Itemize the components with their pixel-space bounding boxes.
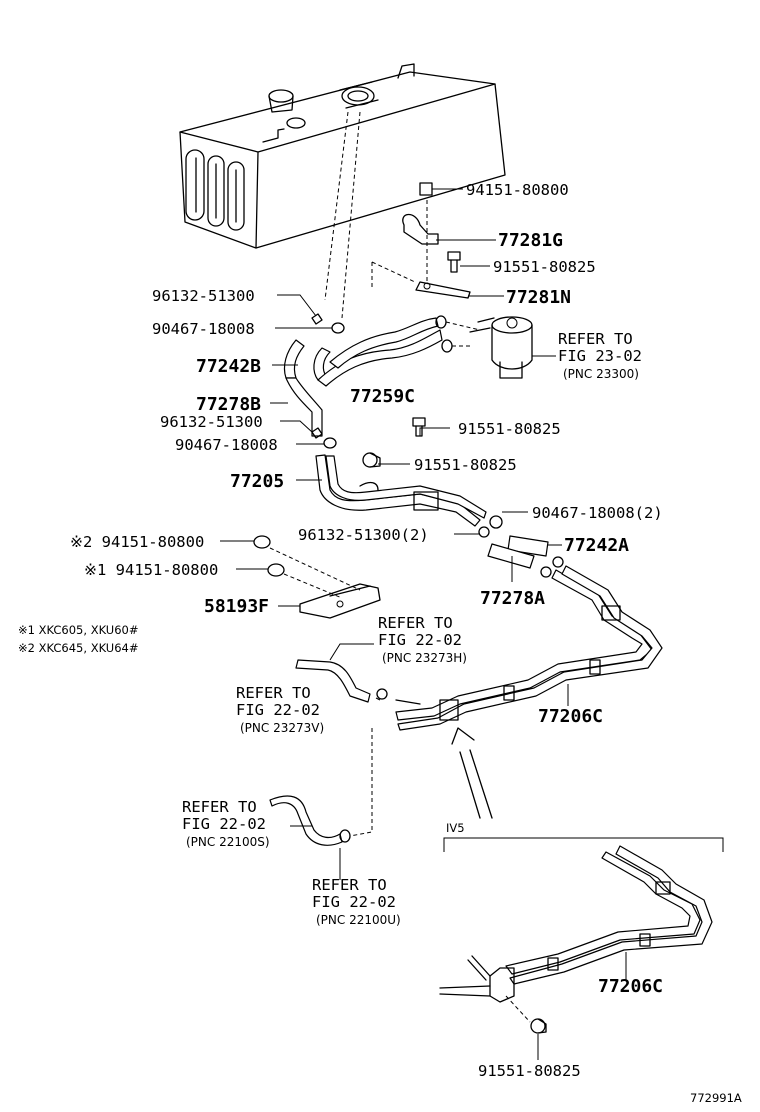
label-77206C-inset: 77206C xyxy=(598,976,663,997)
label-77281N: 77281N xyxy=(506,287,571,308)
label-94151-80800: 94151-80800 xyxy=(466,181,569,199)
label-91551-80825-b: 91551-80825 xyxy=(458,420,561,438)
hose-77278B xyxy=(285,377,323,437)
label-90467-18008-a: 90467-18008 xyxy=(152,320,255,338)
inset-label: IV5 xyxy=(446,821,465,835)
label-77242B: 77242B xyxy=(196,356,261,377)
label-91551-80825-a: 91551-80825 xyxy=(493,258,596,276)
label-77259C: 77259C xyxy=(350,386,415,407)
refer-22100U-line3: (PNC 22100U) xyxy=(316,913,401,927)
label-91551-80825-c: 91551-80825 xyxy=(414,456,517,474)
pipe-77206C-inset xyxy=(439,845,713,1023)
clamp-90467-18008 xyxy=(435,315,481,353)
label-77281G: 77281G xyxy=(498,230,563,251)
pipe-23273V xyxy=(395,699,421,705)
bolt-91551-80825-c xyxy=(362,452,381,468)
note-2: ※2 XKC645, XKU64# xyxy=(18,641,139,655)
label-77242A: 77242A xyxy=(564,535,629,556)
label-77278B: 77278B xyxy=(196,394,261,415)
label-91551-80825-d: 91551-80825 xyxy=(478,1062,581,1080)
refer-23273H-line2: FIG 22-02 xyxy=(378,631,462,649)
refer-22100U-line2: FIG 22-02 xyxy=(312,893,396,911)
bracket-58193F xyxy=(269,547,381,619)
refer-23273H-line3: (PNC 23273H) xyxy=(382,651,467,665)
hose-77278A xyxy=(487,543,535,569)
label-94151-80800-m1: ※1 94151-80800 xyxy=(84,561,218,579)
nut-94151-80800 xyxy=(419,182,433,196)
clamp-77281G xyxy=(402,213,439,245)
label-90467-18008-c: 90467-18008(2) xyxy=(532,504,663,522)
label-96132-51300-a: 96132-51300 xyxy=(152,287,255,305)
view-arrow xyxy=(451,727,493,819)
refer-23273V-line2: FIG 22-02 xyxy=(236,701,320,719)
label-58193F: 58193F xyxy=(204,596,269,617)
cushions-94151-80800 xyxy=(253,535,285,577)
figure-id: 772991A xyxy=(690,1091,742,1105)
hose-77242B xyxy=(283,339,331,381)
pipe-77206C-main xyxy=(395,565,663,731)
pipe-77205 xyxy=(315,454,487,527)
leader-lines xyxy=(220,188,627,1060)
bolt-91551-80825-d xyxy=(530,1018,547,1034)
label-90467-18008-b: 90467-18008 xyxy=(175,436,278,454)
refer-23273V-line1: REFER TO xyxy=(236,684,311,702)
bolt-91551-80825 xyxy=(447,251,461,273)
clamps-right-77205 xyxy=(478,515,503,538)
refer-23300-line1: REFER TO xyxy=(558,330,633,348)
note-1: ※1 XKC605, XKU60# xyxy=(18,623,139,637)
label-96132-51300-b: 96132-51300 xyxy=(160,413,263,431)
bolt-91551-80825-b xyxy=(412,417,426,437)
pipe-77259C xyxy=(317,317,443,387)
refer-22100S-line3: (PNC 22100S) xyxy=(186,835,270,849)
bracket-77281N xyxy=(415,281,471,299)
hose-23273H xyxy=(295,659,388,703)
refer-23273H-line1: REFER TO xyxy=(378,614,453,632)
inset-frame xyxy=(443,837,724,852)
refer-22100S-line1: REFER TO xyxy=(182,798,257,816)
fuel-sender-unit xyxy=(469,316,533,379)
label-77206C-main: 77206C xyxy=(538,706,603,727)
refer-22100S-line2: FIG 22-02 xyxy=(182,815,266,833)
label-77278A: 77278A xyxy=(480,588,545,609)
clamps-77242A xyxy=(540,556,564,578)
fuel-tank xyxy=(179,63,506,249)
refer-23300-line3: (PNC 23300) xyxy=(563,367,639,381)
label-94151-80800-m2: ※2 94151-80800 xyxy=(70,533,204,551)
hose-22100S xyxy=(269,795,351,846)
refer-22100U-line1: REFER TO xyxy=(312,876,387,894)
label-77205: 77205 xyxy=(230,471,284,492)
refer-23300-line2: FIG 23-02 xyxy=(558,347,642,365)
label-96132-51300-c: 96132-51300(2) xyxy=(298,526,429,544)
refer-23273V-line3: (PNC 23273V) xyxy=(240,721,324,735)
